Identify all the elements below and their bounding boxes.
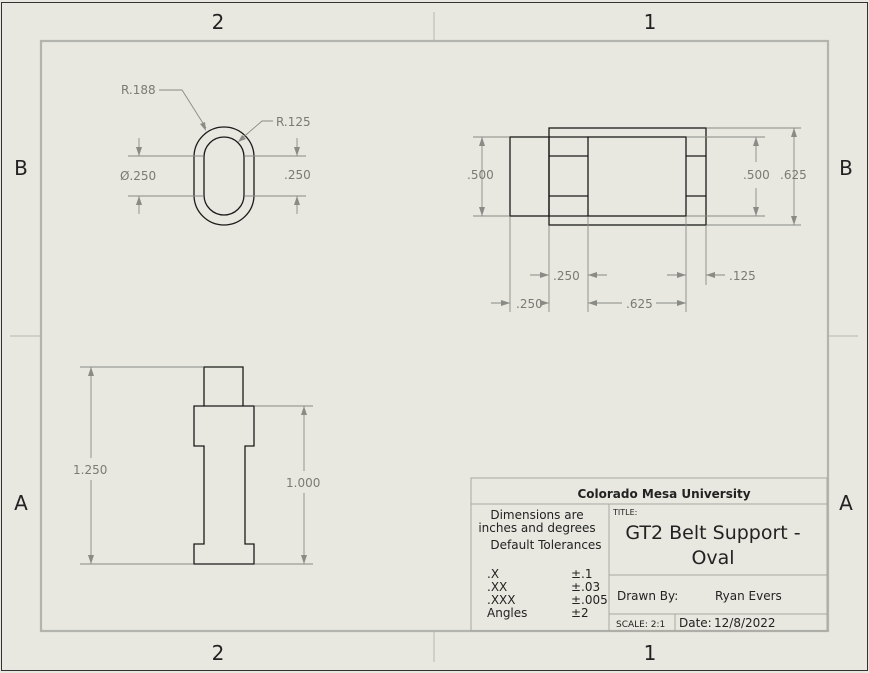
zone-label-left-a: A: [14, 491, 28, 515]
top-view: R.188 R.125 Ø.250 .250: [120, 83, 311, 226]
tolerance-label-angles: Angles: [487, 606, 527, 620]
scale: SCALE: 2:1: [616, 620, 665, 630]
zone-label-bottom-left: 2: [212, 641, 225, 665]
zone-label-right-a: A: [839, 491, 853, 515]
front-profile-outline: [193, 366, 255, 565]
drawing-title-line-2: Oval: [691, 547, 734, 569]
side-outer-body: [548, 127, 707, 226]
zone-label-bottom-right: 1: [644, 641, 657, 665]
oval-inner-outline: [203, 136, 245, 216]
tolerance-label-xxx: .XXX: [487, 593, 515, 607]
zone-ticks: [10, 12, 858, 662]
tolerance-value-x: ±.1: [571, 567, 593, 581]
title-block: Colorado Mesa University Dimensions are …: [470, 477, 828, 632]
side-left-tab: [509, 136, 550, 217]
oval-outer-outline: [193, 126, 255, 226]
dim-step-width: .250: [553, 269, 580, 283]
tolerance-heading: Default Tolerances: [490, 538, 601, 552]
tolerance-value-xx: ±.03: [571, 580, 600, 594]
side-inner-pocket: [587, 136, 687, 217]
zone-label-top-right: 1: [644, 10, 657, 34]
units-line-1: Dimensions are: [490, 508, 583, 522]
dim-overall-height: 1.250: [73, 463, 107, 477]
drawn-by-label: Drawn By:: [617, 589, 678, 603]
dim-small-width: .125: [729, 269, 756, 283]
dim-r125: R.125: [276, 115, 311, 129]
drawing-title-line-1: GT2 Belt Support -: [625, 522, 800, 544]
dim-body-height: 1.000: [286, 476, 320, 490]
tolerance-label-x: .X: [487, 567, 499, 581]
dim-outer-height: .625: [780, 168, 807, 182]
zone-label-top-left: 2: [212, 10, 225, 34]
dim-inner-height: .500: [743, 168, 770, 182]
side-view: .500 .500 .625 .250 .125: [467, 127, 807, 312]
units-line-2: inches and degrees: [478, 521, 595, 535]
tolerance-label-xx: .XX: [487, 580, 507, 594]
dim-diameter: Ø.250: [120, 169, 156, 183]
tolerance-value-angles: ±2: [571, 606, 589, 620]
drawing-border: [39, 39, 830, 633]
dim-height: .250: [284, 168, 311, 182]
front-view: 1.250 1.000: [73, 366, 320, 565]
zone-label-left-b: B: [14, 156, 28, 180]
dim-end-width: .250: [516, 297, 543, 311]
zone-label-right-b: B: [839, 156, 853, 180]
leader-r125: [239, 120, 273, 141]
tolerance-value-xxx: ±.005: [571, 593, 608, 607]
dim-middle-width: .625: [626, 297, 653, 311]
drawn-by-name: Ryan Evers: [715, 589, 782, 603]
organization-name: Colorado Mesa University: [577, 487, 750, 501]
date-value: 12/8/2022: [714, 616, 776, 630]
leader-r188: [159, 89, 207, 129]
date-label: Date:: [679, 616, 712, 630]
dim-left-height: .500: [467, 168, 494, 182]
title-label: TITLE:: [612, 508, 637, 517]
dim-r188: R.188: [121, 83, 156, 97]
